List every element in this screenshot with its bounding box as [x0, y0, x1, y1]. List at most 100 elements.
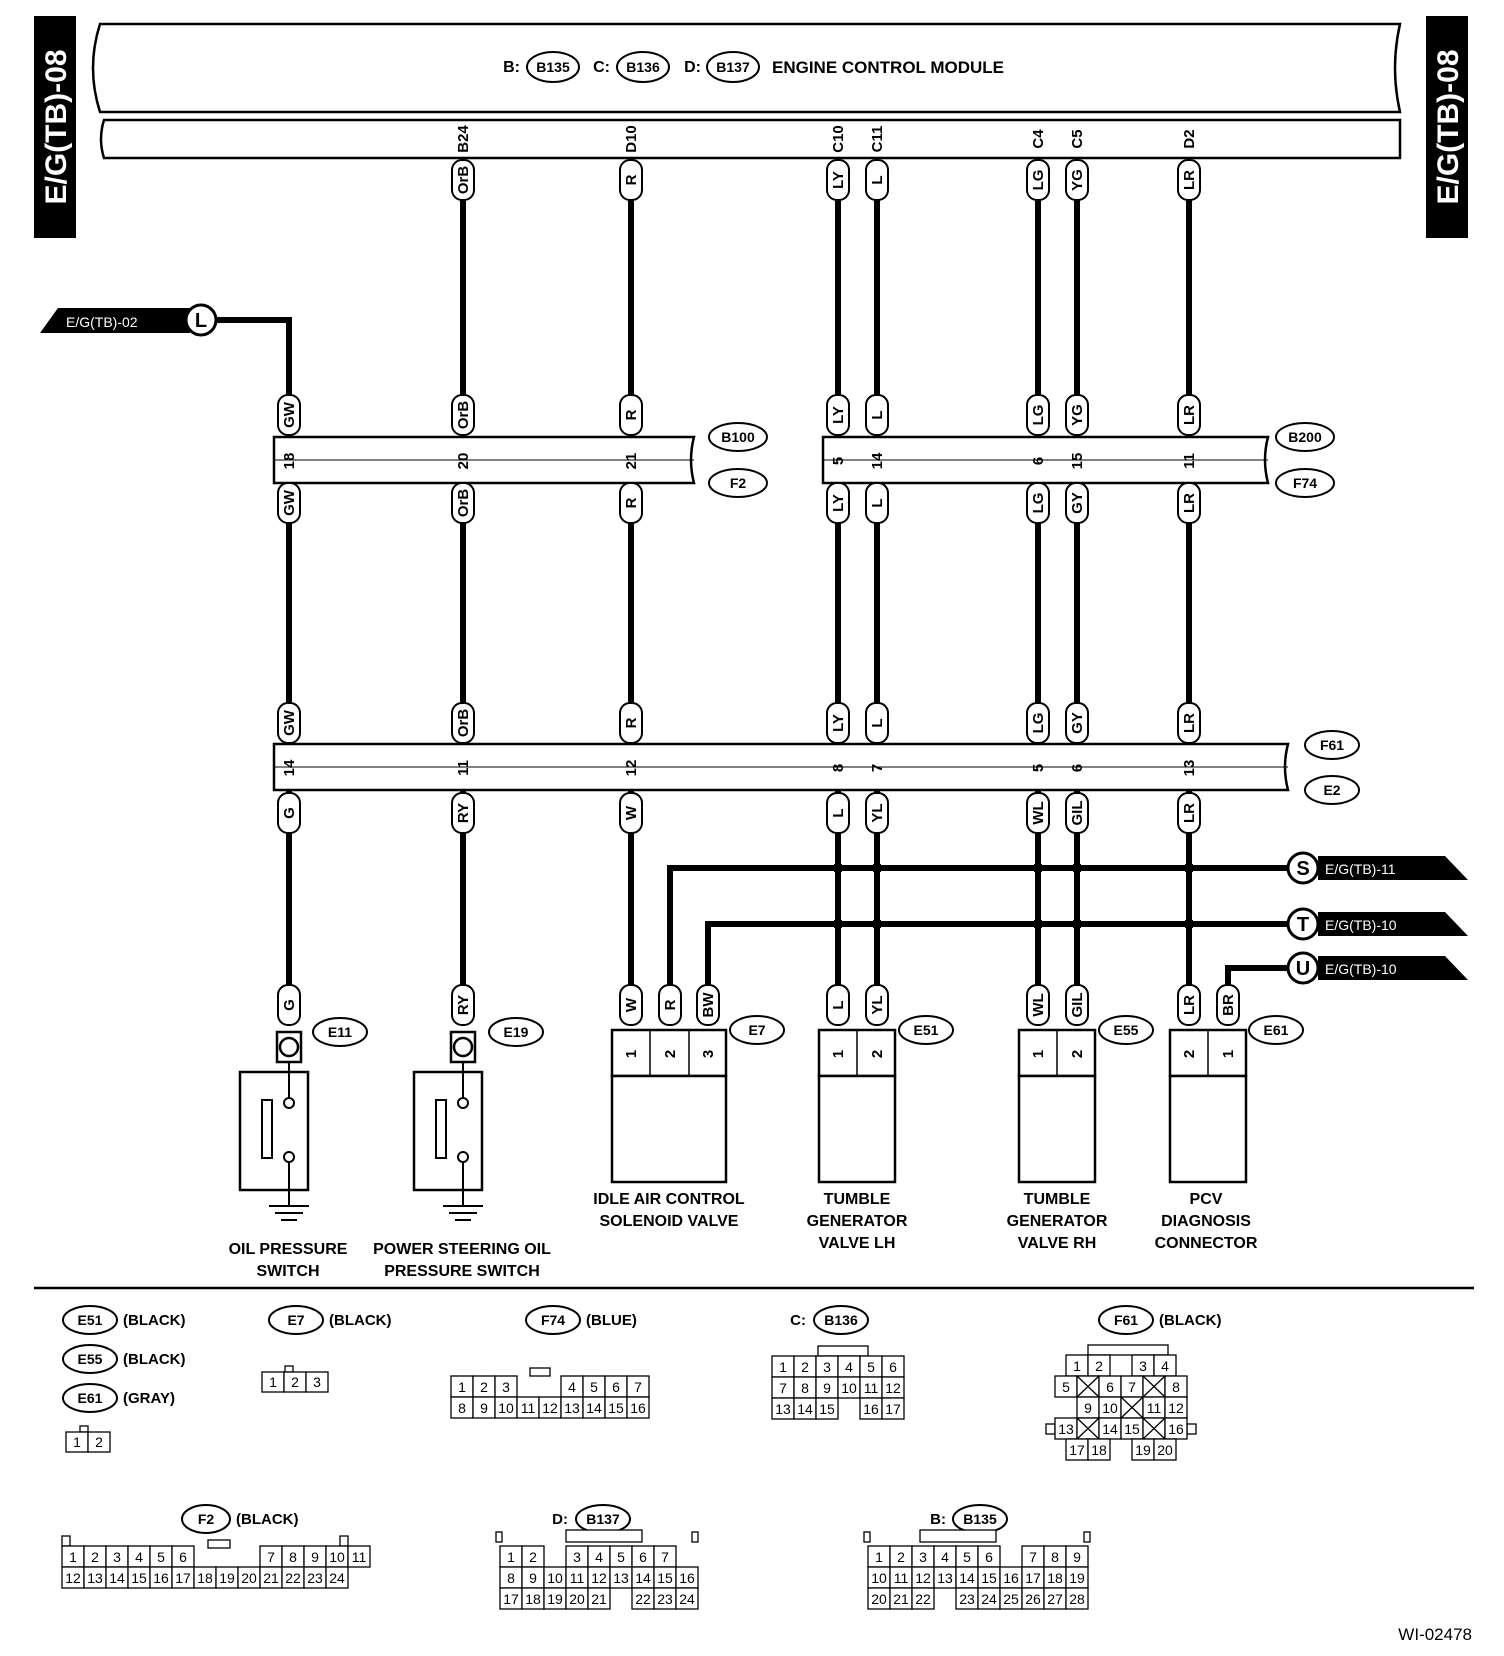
ref-s-arrow: S E/G(TB)-11: [1286, 851, 1468, 885]
ref-t-arrow: T E/G(TB)-10: [1286, 907, 1468, 941]
wire-label-r2-7: LR: [1177, 394, 1201, 436]
wire-label-r5-2: W: [619, 792, 643, 834]
e11-name-line2: SWITCH: [256, 1263, 319, 1280]
face-f61-r5-17: 17: [1069, 1442, 1085, 1458]
face-f74-r2-16: 16: [630, 1400, 646, 1416]
wire-label-r3-0: GW: [277, 482, 301, 524]
e11-name-line1: OIL PRESSURE: [229, 1241, 348, 1258]
legend-e61-color: (GRAY): [123, 1390, 175, 1407]
wire-label-r4-7-text: LR: [1181, 713, 1198, 733]
ecm-pin-6: D2: [1181, 129, 1198, 148]
face-b137-r2-13: 13: [613, 1570, 629, 1586]
ecm-pin-2: C10: [830, 125, 847, 153]
wires: [215, 160, 1300, 990]
e51-pin-1: 2: [869, 1050, 886, 1058]
e51-name-line3: VALVE LH: [819, 1235, 896, 1252]
page-tag-left: E/G(TB)-08: [34, 16, 76, 238]
wire-label-r2-2-text: R: [623, 409, 640, 420]
face-f61-r2-8: 8: [1172, 1379, 1180, 1395]
wire-label-r3-6: GY: [1065, 482, 1089, 524]
face-b136-r2-10: 10: [841, 1380, 857, 1396]
wire-label-r4-3-text: LY: [830, 714, 847, 732]
ecm-pin-3: C11: [869, 126, 886, 153]
face-f61-r1-4: 4: [1161, 1358, 1169, 1374]
face-b137-r1-7: 7: [661, 1549, 669, 1565]
face-f2-r2-13: 13: [87, 1570, 103, 1586]
e7-pin-0: 1: [623, 1050, 640, 1058]
face-b135-r2-16: 16: [1003, 1570, 1019, 1586]
wire-label-r4-5: LG: [1026, 702, 1050, 744]
face-b135-r2-17: 17: [1025, 1570, 1041, 1586]
component-e55-tumble-valve-rh: E55 TUMBLE GENERATOR VALVE RH: [1007, 1015, 1154, 1252]
face-f2-r2-18: 18: [197, 1570, 213, 1586]
ecm-b-prefix: B:: [503, 59, 520, 76]
wire-label-r3-5: LG: [1026, 482, 1050, 524]
face-f61-r5-20: 20: [1157, 1442, 1173, 1458]
face-b135-r3-25: 25: [1003, 1591, 1019, 1607]
wire-label-top-3-text: L: [869, 175, 886, 184]
face-f2-r1-6: 6: [179, 1549, 187, 1565]
wire-label-r5-3-text: L: [830, 808, 847, 817]
face-b135-r1-4: 4: [941, 1549, 949, 1565]
face-b136-r2-11: 11: [864, 1380, 879, 1396]
wire-label-r5-7: LR: [1177, 792, 1201, 834]
face-f61-r4-14: 14: [1102, 1421, 1118, 1437]
e55-name-line3: VALVE RH: [1018, 1235, 1097, 1252]
face-b136-r2-7: 7: [779, 1380, 787, 1396]
face-b135-r1-2: 2: [897, 1549, 905, 1565]
legend-e55-color: (BLACK): [123, 1351, 185, 1368]
component-e11-oil-pressure-switch: E11 OIL PRESSURE SWITCH: [229, 1017, 368, 1280]
wire-label-top-5-text: YG: [1069, 169, 1086, 191]
wire-label-r2-7-text: LR: [1181, 405, 1198, 425]
legend-e7-code: E7: [287, 1312, 304, 1328]
wire-label-r3-3-text: LY: [830, 494, 847, 512]
face-f74-r1-1: 1: [458, 1379, 466, 1395]
ecm-c-code: B136: [626, 59, 660, 75]
face-b137-r1-2: 2: [529, 1549, 537, 1565]
face-b135-r2-19: 19: [1069, 1570, 1085, 1586]
wire-label-top-2: LY: [826, 159, 850, 201]
wire-label-r6-2: W: [619, 984, 643, 1026]
face-b137-r3-22: 22: [635, 1591, 651, 1607]
face-f61-r3-9: 9: [1084, 1400, 1092, 1416]
wire-label-r5-5-text: WL: [1030, 801, 1047, 824]
wire-label-r6-0-text: G: [281, 999, 298, 1011]
face-f61-r3-12: 12: [1168, 1400, 1184, 1416]
face-f74-r2-8: 8: [458, 1400, 466, 1416]
wire-label-r5-6: GIL: [1065, 792, 1089, 834]
wire-label-r6-5-text: L: [830, 1000, 847, 1009]
jb2-pin-0: 5: [830, 457, 847, 465]
face-f2-r2-16: 16: [153, 1570, 169, 1586]
face-b135-r1-1: 1: [875, 1549, 883, 1565]
ref-l-letter: L: [195, 310, 207, 332]
junction-block-b200-f74: B200 F74: [821, 422, 1335, 498]
wire-label-r6-8: GIL: [1065, 984, 1089, 1026]
wire-label-r4-4-text: L: [869, 718, 886, 727]
legend-e61-code: E61: [78, 1390, 103, 1406]
wire-label-r2-0-text: GW: [281, 401, 298, 428]
face-b136-r3-13: 13: [775, 1401, 791, 1417]
jb3-pin-2: 12: [623, 760, 640, 777]
face-f74-r2-12: 12: [542, 1400, 558, 1416]
face-f2-r1-5: 5: [157, 1549, 165, 1565]
face-f2-r2-15: 15: [131, 1570, 147, 1586]
wire-label-top-0: OrB: [451, 159, 475, 201]
face-b137-r2-10: 10: [547, 1570, 563, 1586]
face-b136-r1-5: 5: [867, 1359, 875, 1375]
wire-label-r3-0-text: GW: [281, 489, 298, 516]
face-2pin-1: 1: [73, 1434, 81, 1450]
face-f61-r2-5: 5: [1062, 1379, 1070, 1395]
wire-label-top-0-text: OrB: [455, 166, 472, 195]
face-e7-3: 3: [313, 1374, 321, 1390]
face-b135-r1-5: 5: [963, 1549, 971, 1565]
face-2pin-2: 2: [95, 1434, 103, 1450]
face-f61-r5-18: 18: [1091, 1442, 1107, 1458]
face-f2-r2-23: 23: [307, 1570, 323, 1586]
legend-b-code: B135: [963, 1511, 997, 1527]
